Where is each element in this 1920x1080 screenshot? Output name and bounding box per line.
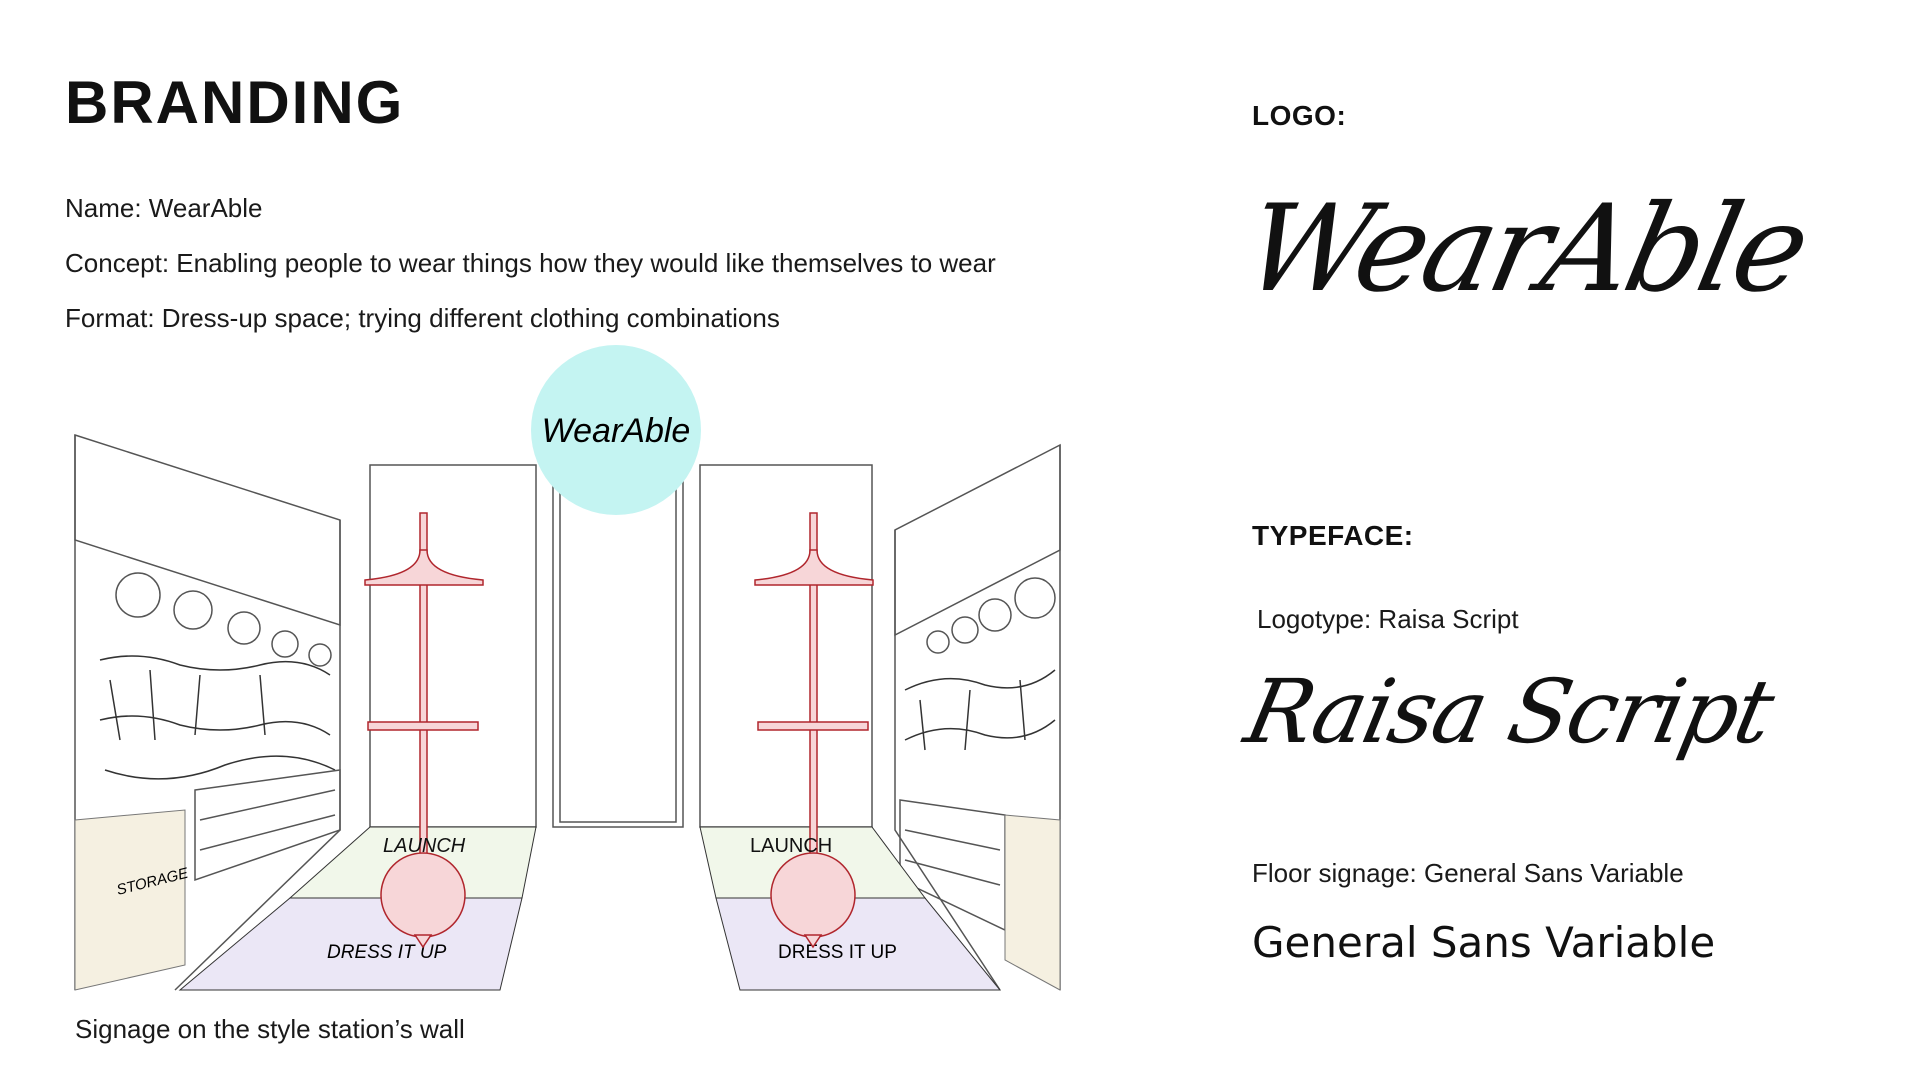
style-station-illustration: STORAGE DRESS IT UP DRESS IT UP LAUNCH L… bbox=[74, 345, 1061, 991]
center-mirror bbox=[552, 464, 684, 828]
left-wall-panel bbox=[74, 433, 341, 627]
brand-concept: Concept: Enabling people to wear things … bbox=[65, 248, 996, 278]
page-title: BRANDING bbox=[65, 69, 405, 136]
logotype-sample: Raisa Script bbox=[1237, 660, 1781, 763]
logotype-label: Logotype: Raisa Script bbox=[1257, 604, 1519, 634]
right-wall-panel bbox=[894, 443, 1061, 637]
floor-signage-label: Floor signage: General Sans Variable bbox=[1252, 858, 1684, 888]
illustration-caption: Signage on the style station’s wall bbox=[75, 1014, 465, 1044]
dress-label-right: DRESS IT UP bbox=[778, 942, 897, 963]
launch-label-left: LAUNCH bbox=[383, 835, 466, 857]
typeface-heading: TYPEFACE: bbox=[1252, 520, 1414, 551]
clothing-stand-left bbox=[364, 512, 484, 949]
right-back-panel bbox=[699, 464, 873, 828]
logo-heading: LOGO: bbox=[1252, 100, 1347, 131]
left-back-panel bbox=[369, 464, 537, 828]
brand-name: Name: WearAble bbox=[65, 193, 263, 223]
wearable-wall-sign bbox=[531, 345, 701, 515]
launch-label-right: LAUNCH bbox=[750, 835, 832, 857]
right-storage-box bbox=[1004, 814, 1061, 991]
brand-format: Format: Dress-up space; trying different… bbox=[65, 303, 780, 333]
sign-logo-text: WearAble bbox=[542, 412, 691, 450]
clothing-stand-right bbox=[754, 512, 874, 949]
storage-box bbox=[74, 809, 186, 991]
dress-label-left: DRESS IT UP bbox=[327, 942, 447, 963]
floor-signage-sample: General Sans Variable bbox=[1252, 918, 1716, 967]
wearable-logo: WearAble bbox=[1233, 180, 1818, 319]
